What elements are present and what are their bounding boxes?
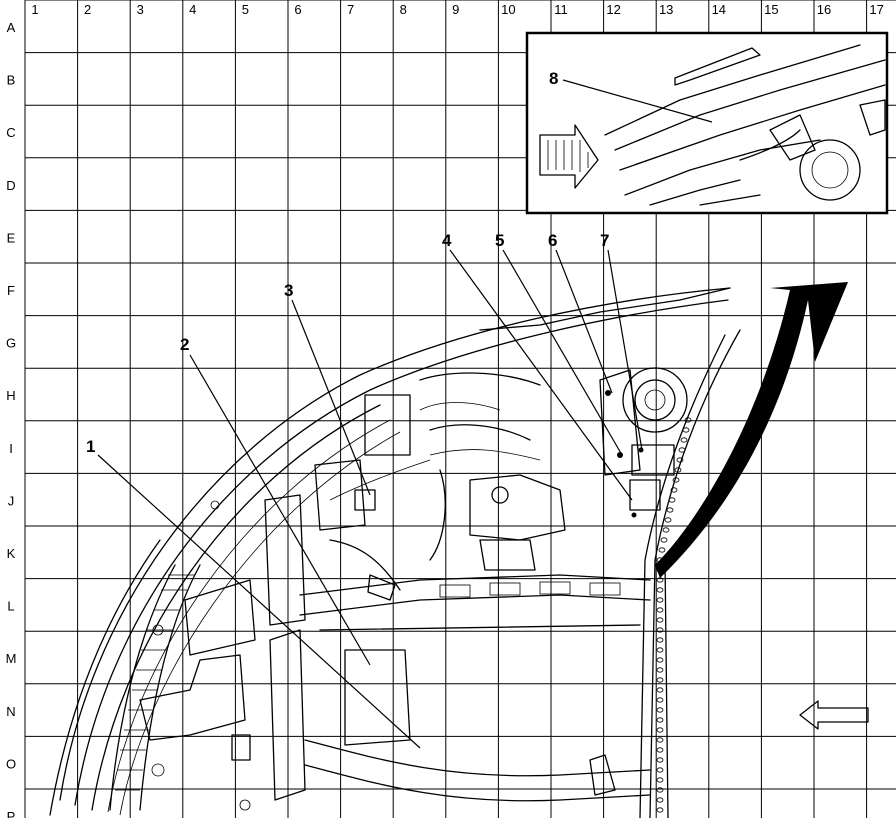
grid-column-label: 2 <box>84 2 91 17</box>
engine-components <box>314 367 688 601</box>
fender-perforation <box>684 417 692 423</box>
grid-row-label: N <box>6 704 15 719</box>
hood-seal-strip <box>109 564 201 811</box>
grid-row-label: C <box>6 125 15 140</box>
callout-1: 1 <box>86 437 95 456</box>
grid-row-label: D <box>6 178 15 193</box>
grid-column-label: 13 <box>659 2 673 17</box>
fender-perforation <box>656 737 664 743</box>
fender-perforation <box>656 677 664 683</box>
fender-perforation <box>656 697 664 703</box>
fender-perforation <box>660 537 668 543</box>
fender-perforation <box>656 607 664 613</box>
fender-perforation <box>656 587 664 593</box>
fender-perforation <box>656 777 664 783</box>
grid-row-label: M <box>6 651 17 666</box>
fender-perforation <box>656 767 664 773</box>
fender-perforation <box>656 707 664 713</box>
callout-8: 8 <box>549 69 558 88</box>
grid-column-label: 6 <box>294 2 301 17</box>
grid-row-label: A <box>7 20 16 35</box>
grid-row-label: B <box>7 73 16 88</box>
fender-perforation <box>664 517 672 523</box>
fender-perforation <box>656 807 664 813</box>
hood-fender-outline <box>49 287 731 816</box>
callout-2: 2 <box>180 335 189 354</box>
grid-column-label: 3 <box>137 2 144 17</box>
fender-perforation <box>682 427 690 433</box>
callout-4: 4 <box>442 231 452 250</box>
left-fender-inner-panel <box>139 494 306 811</box>
grid-column-label: 16 <box>817 2 831 17</box>
fender-perforation <box>656 627 664 633</box>
front-direction-arrow <box>799 700 869 730</box>
grid-column-label: 17 <box>869 2 883 17</box>
fender-perforation <box>656 757 664 763</box>
grid-row-label: K <box>7 546 16 561</box>
fender-perforation <box>672 477 680 483</box>
grid-row-label: E <box>7 230 16 245</box>
fender-perforation <box>670 487 678 493</box>
fender-perforation <box>656 647 664 653</box>
fender-perforation <box>668 497 676 503</box>
right-fender-strip <box>639 329 741 818</box>
fender-perforation <box>656 787 664 793</box>
callout-labels: 1 2 3 4 5 6 7 8 <box>86 69 609 456</box>
grid-row-label: J <box>8 493 15 508</box>
callout-leaders <box>97 79 713 749</box>
grid-row-label: L <box>7 599 14 614</box>
fender-perforation <box>656 657 664 663</box>
fender-perforation <box>674 467 682 473</box>
grid-column-label: 15 <box>764 2 778 17</box>
callout-6: 6 <box>548 231 557 250</box>
fender-perforation <box>656 637 664 643</box>
fender-perforation <box>666 507 674 513</box>
fender-perforation <box>656 667 664 673</box>
grid-row-label: P <box>7 809 16 818</box>
grid-column-label: 8 <box>400 2 407 17</box>
callout-5: 5 <box>495 231 504 250</box>
radiator-support <box>299 574 651 802</box>
hood-open-arrow <box>655 282 848 578</box>
grid-column-label: 11 <box>554 2 568 17</box>
grid-column-label: 10 <box>501 2 515 17</box>
grid-row-labels: A B C D E F G H I J K L M N O P <box>6 20 17 818</box>
fender-perforation <box>662 527 670 533</box>
callout-3: 3 <box>284 281 293 300</box>
fender-perforation <box>680 437 688 443</box>
fender-perforation <box>656 747 664 753</box>
fender-perforation <box>656 597 664 603</box>
grid-column-label: 9 <box>452 2 459 17</box>
grid-column-label: 4 <box>189 2 196 17</box>
grid-row-label: G <box>6 336 16 351</box>
fender-perforation <box>656 687 664 693</box>
fender-perforation <box>656 617 664 623</box>
fender-perforation <box>676 457 684 463</box>
grid-column-label: 12 <box>606 2 620 17</box>
detail-inset <box>525 31 889 215</box>
grid-row-label: F <box>7 283 15 298</box>
grid-column-label: 1 <box>31 2 38 17</box>
grid-row-label: H <box>6 388 15 403</box>
fender-perforation <box>656 797 664 803</box>
fender-perforation <box>656 717 664 723</box>
grid-row-label: I <box>9 441 13 456</box>
fender-perforation <box>656 727 664 733</box>
grid-column-label: 7 <box>347 2 354 17</box>
grid-column-label: 14 <box>712 2 726 17</box>
grid-column-label: 5 <box>242 2 249 17</box>
fender-perforation <box>678 447 686 453</box>
grid-row-label: O <box>6 756 16 771</box>
callout-7: 7 <box>600 231 609 250</box>
fender-perforation <box>658 547 666 553</box>
